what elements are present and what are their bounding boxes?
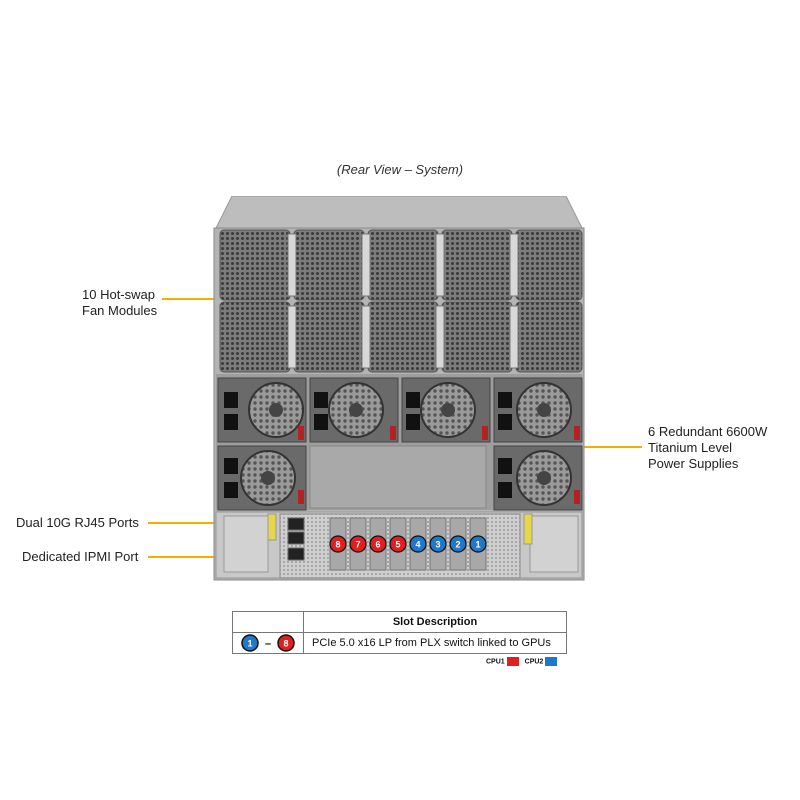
slot-range-graphic: 1 – 8 [241,634,295,652]
psu-callout-line [580,446,642,448]
table-row: 1 – 8 PCIe 5.0 x16 LP from PLX switch li… [232,632,567,654]
slot-description-text: PCIe 5.0 x16 LP from PLX switch linked t… [303,632,567,654]
legend-cpu2-label: CPU2 [524,658,544,666]
slot-description-table: Slot Description 1 – 8 PCIe 5.0 x16 LP f… [232,611,567,654]
slot-badge-2 [449,535,467,553]
slot-badge-label-6: 6 [375,540,380,550]
slot-badge-label-7: 7 [355,540,360,550]
table-empty-header [232,611,304,633]
slot-badge-label-4: 4 [415,540,420,550]
fan-module-row-bottom [219,301,583,373]
legend-cpu2-swatch [545,657,558,666]
cpu-legend: CPU1 CPU2 [486,657,561,666]
range-start-label: 1 [247,639,252,649]
slot-badge-6 [369,535,387,553]
legend-cpu1-label: CPU1 [486,658,505,666]
fan-modules-label: 10 Hot-swap Fan Modules [82,287,157,319]
rj45-ports-label: Dual 10G RJ45 Ports [16,515,139,530]
fan-modules-label-line1: 10 Hot-swap [82,287,155,302]
ipmi-port [287,547,305,561]
psu-label-line1: 6 Redundant 6600W [648,424,768,439]
slot-badge-label-3: 3 [435,540,440,550]
ipmi-port-label: Dedicated IPMI Port [22,549,139,564]
psu-label: 6 Redundant 6600W Titanium Level Power S… [648,424,767,472]
slot-badge-label-1: 1 [475,540,480,550]
slot-badge-1 [469,535,487,553]
slot-badge-8 [329,535,347,553]
slot-badge-label-2: 2 [455,540,460,550]
fan-callout-line [162,298,220,300]
slot-badge-4 [409,535,427,553]
slot-badge-label-5: 5 [395,540,400,550]
slot-badge-5 [389,535,407,553]
pcie-slot-badges: 8 7 6 5 4 3 2 1 [329,535,487,553]
fan-module-row-top [219,229,583,301]
slot-badge-7 [349,535,367,553]
legend-cpu1-swatch [506,657,519,666]
psu-label-line2: Titanium Level [648,440,733,455]
power-supply-units [217,377,583,511]
figure-caption: (Rear View – System) [336,162,464,177]
server-chassis-rear: 8 7 6 5 4 3 2 1 [210,196,588,584]
fan-modules-label-line2: Fan Modules [82,303,158,318]
slot-badge-3 [429,535,447,553]
slot-range-cell: 1 – 8 [232,632,304,654]
rj45-ports [287,517,305,545]
slot-description-header: Slot Description [303,611,567,633]
range-dash: – [265,638,271,650]
slot-badge-label-8: 8 [335,540,340,550]
psu-label-line3: Power Supplies [648,456,739,471]
range-end-label: 8 [283,639,288,649]
